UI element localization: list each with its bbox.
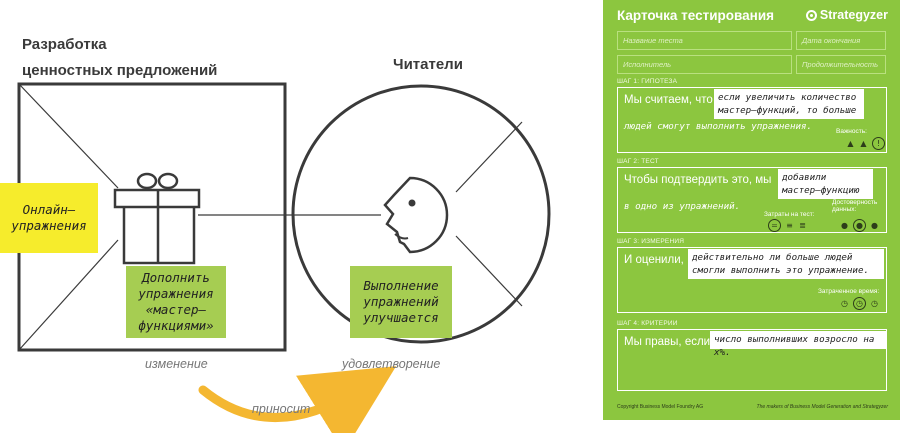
step3-box: И оценили, действительно ли больше людей… bbox=[617, 247, 887, 313]
customer-profile-circle bbox=[291, 84, 551, 344]
warning-selected-icon[interactable]: ! bbox=[872, 137, 885, 150]
readers-title: Читатели bbox=[393, 56, 463, 73]
step3-prefix: И оценили, bbox=[624, 254, 684, 266]
brand: Strategyzer bbox=[805, 8, 888, 22]
step3-note: действительно ли больше людей смогли вып… bbox=[688, 249, 884, 279]
executor-field[interactable]: Исполнитель bbox=[617, 55, 792, 74]
step4-note: число выполнивших возросло на x%. bbox=[710, 331, 886, 358]
importance-icons: ▲ ▲ ! bbox=[846, 137, 885, 150]
thumb-selected-icon[interactable]: ● bbox=[853, 219, 866, 232]
brand-name: Strategyzer bbox=[819, 8, 888, 22]
step4-label: ШАГ 4: КРИТЕРИИ bbox=[617, 320, 678, 327]
gain-creator-text: Дополнить упражнения «мастер– функциями» bbox=[138, 270, 214, 333]
step1-note: если увеличить количество мастер–функций… bbox=[714, 89, 864, 119]
gain-text: Выполнение упражнений улучшается bbox=[363, 278, 439, 325]
step3-label: ШАГ 3: ИЗМЕРЕНИЯ bbox=[617, 238, 685, 245]
cost-label: Затраты на тест: bbox=[764, 211, 815, 218]
test-name-field[interactable]: Название теста bbox=[617, 31, 792, 50]
card-title: Карточка тестирования bbox=[617, 8, 774, 23]
caption-satisfaction: удовлетворение bbox=[342, 357, 441, 371]
brings-arrow bbox=[198, 366, 397, 433]
clock-icon: ◷ bbox=[841, 299, 848, 308]
step2-box: Чтобы подтвердить это, мы добавили масте… bbox=[617, 167, 887, 233]
online-exercises-text: Онлайн– упражнения bbox=[11, 202, 87, 233]
step1-box: Мы считаем, что если увеличить количеств… bbox=[617, 87, 887, 153]
cost-icons: = ≡ ≣ bbox=[768, 219, 807, 232]
step1-label: ШАГ 1: ГИПОТЕЗА bbox=[617, 78, 678, 85]
thumb-icon: ● bbox=[871, 221, 878, 230]
duration-field[interactable]: Продолжительность bbox=[796, 55, 886, 74]
step2-label: ШАГ 2: ТЕСТ bbox=[617, 158, 659, 165]
caption-change: изменение bbox=[145, 357, 208, 371]
thumb-icon: ● bbox=[841, 221, 848, 230]
time-icons: ◷ ◷ ◷ bbox=[840, 297, 879, 310]
reliability-icons: ● ● ● bbox=[840, 219, 879, 232]
clock-selected-icon[interactable]: ◷ bbox=[853, 297, 866, 310]
coins-icon: ≡ bbox=[786, 221, 793, 230]
warning-icon: ▲ bbox=[860, 139, 867, 148]
deadline-field[interactable]: Дата окончания bbox=[796, 31, 886, 50]
reliability-label: Достоверность данных: bbox=[832, 199, 878, 213]
coin-selected-icon[interactable]: = bbox=[768, 219, 781, 232]
step1-prefix: Мы считаем, что bbox=[624, 94, 713, 106]
step4-prefix: Мы правы, если bbox=[624, 336, 711, 348]
card-footer-right: The makers of Business Model Generation … bbox=[756, 404, 888, 410]
coins-stack-icon: ≣ bbox=[799, 221, 806, 230]
value-proposition-title: Разработка ценностных предложений bbox=[22, 32, 282, 84]
title-line-1: Разработка bbox=[22, 36, 107, 53]
caption-brings: приносит bbox=[252, 402, 311, 416]
strategyzer-logo-icon bbox=[805, 9, 817, 21]
gift-icon bbox=[113, 172, 201, 265]
test-card: Карточка тестирования Strategyzer Назван… bbox=[603, 0, 900, 420]
gain-creator-sticky: Дополнить упражнения «мастер– функциями» bbox=[126, 266, 226, 338]
step4-box: Мы правы, если число выполнивших возросл… bbox=[617, 329, 887, 391]
card-footer-left: Copyright Business Model Foundry AG bbox=[617, 404, 704, 410]
face-icon bbox=[383, 176, 449, 254]
warning-icon: ▲ bbox=[847, 139, 854, 148]
step1-continuation: людей смогут выполнить упражнения. bbox=[624, 121, 813, 132]
gain-sticky: Выполнение упражнений улучшается bbox=[350, 266, 452, 338]
step2-note: добавили мастер–функцию bbox=[778, 169, 873, 199]
title-line-2: ценностных предложений bbox=[22, 62, 218, 79]
step2-prefix: Чтобы подтвердить это, мы bbox=[624, 174, 772, 186]
importance-label: Важность: bbox=[836, 128, 867, 135]
time-label: Затраченное время: bbox=[818, 288, 880, 295]
clock-icon: ◷ bbox=[871, 299, 878, 308]
online-exercises-sticky: Онлайн– упражнения bbox=[0, 183, 98, 253]
step2-continuation: в одно из упражнений. bbox=[624, 201, 741, 212]
